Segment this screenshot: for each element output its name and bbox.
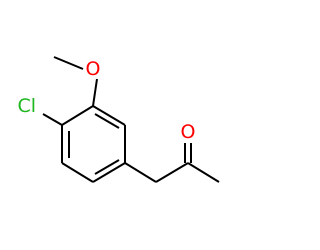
molecule-structure: O Cl O bbox=[17, 56, 220, 183]
bond-ring-c5-c6 bbox=[61, 162, 94, 183]
bond-ch2-carbonyl bbox=[155, 162, 189, 183]
bond-ring-c3-c4 bbox=[61, 105, 94, 126]
bond-ring-cl bbox=[42, 113, 63, 126]
bond-ring-c2-c3-inner bbox=[94, 113, 120, 129]
atom-label-methoxy-oxygen: O bbox=[86, 58, 101, 80]
bond-carbonyl-methyl bbox=[187, 162, 220, 183]
atom-labels: O Cl O bbox=[17, 58, 195, 143]
atom-label-carbonyl-oxygen: O bbox=[181, 121, 196, 143]
bond-ring-c2-c3 bbox=[92, 105, 126, 126]
bond-ring-ch2 bbox=[124, 162, 157, 183]
atom-label-chlorine: Cl bbox=[17, 95, 36, 117]
bond-methoxy-o-ring bbox=[92, 78, 98, 107]
bond-ring-c6-c1 bbox=[92, 162, 126, 183]
bond-ring-c6-c1-inner bbox=[94, 159, 120, 175]
bonds bbox=[42, 56, 220, 183]
bond-methyl-methoxy-o bbox=[53, 56, 84, 70]
